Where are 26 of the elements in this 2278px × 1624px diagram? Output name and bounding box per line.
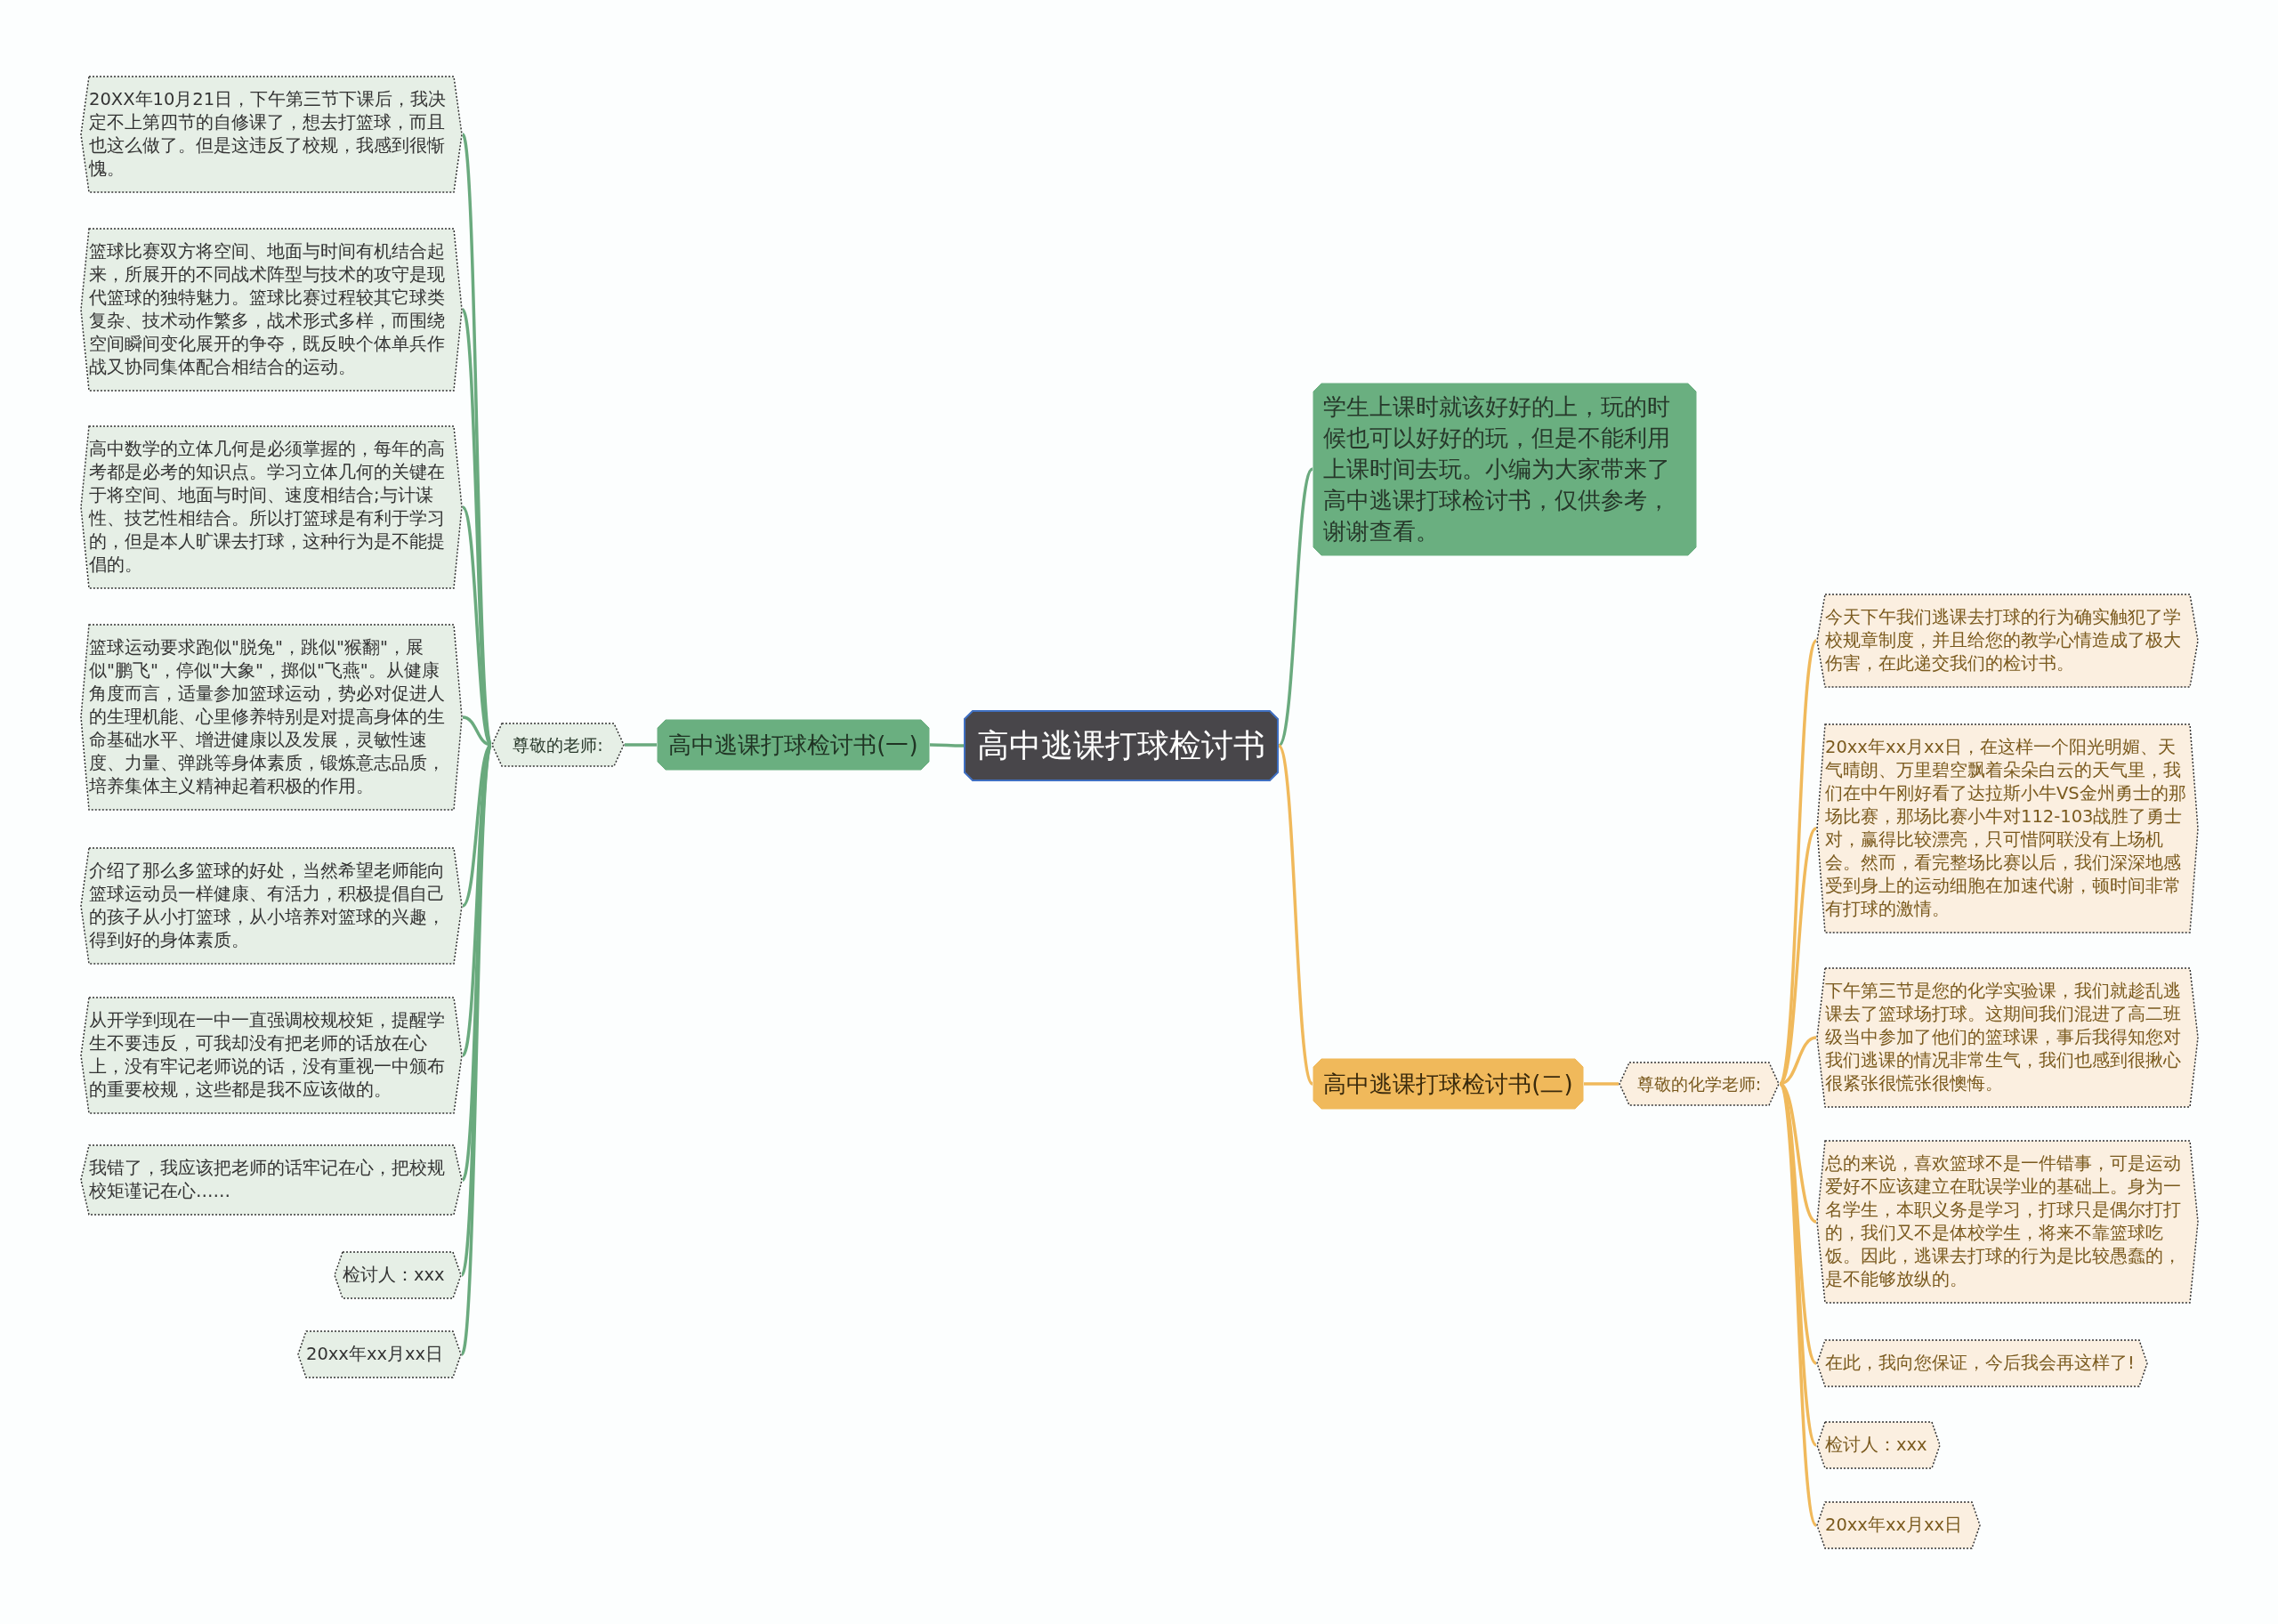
connector-line [1584,1082,1619,1086]
text-box: 20xx年xx月xx日 [297,1330,462,1378]
branch-box: 高中逃课打球检讨书(二) [1313,1058,1584,1110]
text-box: 篮球运动要求跑似"脱兔"，跳似"猴翻"，展似"鹏飞"，停似"大象"，掷似"飞燕"。从健康角度而言，适量参加篮球运动，势必对促进人的生理机能、心里修养特别是对提高身体的生命基础水平、增进健康以及发展，灵敏性速度、力量、弹跳等身体素质，锻炼意志品质，培养集体主义精神起着积极的作用。 [80,624,463,811]
text-box: 20xx年xx月xx日 [1816,1501,1981,1549]
text-box: 20XX年10月21日，下午第三节下课后，我决定不上第四节的自修课了，想去打篮球，而且也这么做了。但是这违反了校规，我感到很惭愧。 [80,76,463,193]
text-box: 我错了，我应该把老师的话牢记在心，把校规校矩谨记在心…… [80,1144,463,1216]
text-box: 检讨人：xxx [334,1251,462,1299]
text-box: 下午第三节是您的化学实验课，我们就趁乱逃课去了篮球场打球。这期间我们混进了高二班级当中参加了他们的篮球课，事后我得知您对我们逃课的情况非常生气，我们也感到很揪心很紧张很慌张很懊悔。 [1816,967,2199,1108]
connector-line [930,743,964,747]
greeting-box: 尊敬的老师: [491,723,625,767]
connector-line [625,743,657,747]
note-box: 学生上课时就该好好的上，玩的时候也可以好好的玩，但是不能利用上课时间去玩。小编为大家带来了高中逃课打球检讨书，仅供参考，谢谢查看。 [1313,382,1697,556]
text-box: 总的来说，喜欢篮球不是一件错事，可是运动爱好不应该建立在耽误学业的基础上。身为一名学生，本职义务是学习，打球只是偶尔打打的，我们又不是体校学生，将来不靠篮球吃饭。因此，逃课去打球的行为是比较愚蠢的，是不能够放纵的。 [1816,1140,2199,1304]
text-box: 今天下午我们逃课去打球的行为确实触犯了学校规章制度，并且给您的教学心情造成了极大伤害，在此递交我们的检讨书。 [1816,594,2199,688]
text-box: 检讨人：xxx [1816,1421,1941,1469]
branch-box: 高中逃课打球检讨书(一) [657,719,930,771]
text-box: 在此，我向您保证，今后我会再这样了! [1816,1339,2148,1387]
text-box: 篮球比赛双方将空间、地面与时间有机结合起来，所展开的不同战术阵型与技术的攻守是现代篮球的独特魅力。篮球比赛过程较其它球类复杂、技术动作繁多，战术形式多样，而围绕空间瞬间变化展开的争夺，既反映个体单兵作战又协同集体配合相结合的运动。 [80,228,463,392]
greeting-box: 尊敬的化学老师: [1619,1062,1780,1106]
central-topic-box: 高中逃课打球检讨书 [964,710,1279,781]
text-box: 从开学到现在一中一直强调校规校矩，提醒学生不要违反，可我却没有把老师的话放在心上，没有牢记老师说的话，没有重视一中颁布的重要校规，这些都是我不应该做的。 [80,997,463,1114]
text-box: 介绍了那么多篮球的好处，当然希望老师能向篮球运动员一样健康、有活力，积极提倡自己的孩子从小打篮球，从小培养对篮球的兴趣，得到好的身体素质。 [80,847,463,965]
text-box: 20xx年xx月xx日，在这样一个阳光明媚、天气晴朗、万里碧空飘着朵朵白云的天气里，我们在中午刚好看了达拉斯小牛VS金州勇士的那场比赛，那场比赛小牛对112-103战胜了勇士对，赢得比较漂亮，只可惜阿联没有上场机会。然而，看完整场比赛以后，我们深深地感受到身上的运动细胞在加速代谢，顿时间非常有打球的激情。 [1816,723,2199,933]
text-box: 高中数学的立体几何是必须掌握的，每年的高考都是必考的知识点。学习立体几何的关键在于将空间、地面与时间、速度相结合;与计谋性、技艺性相结合。所以打篮球是有利于学习的，但是本人旷课去打球，这种行为是不能提倡的。 [80,425,463,589]
connector-line [1778,1083,1818,1526]
